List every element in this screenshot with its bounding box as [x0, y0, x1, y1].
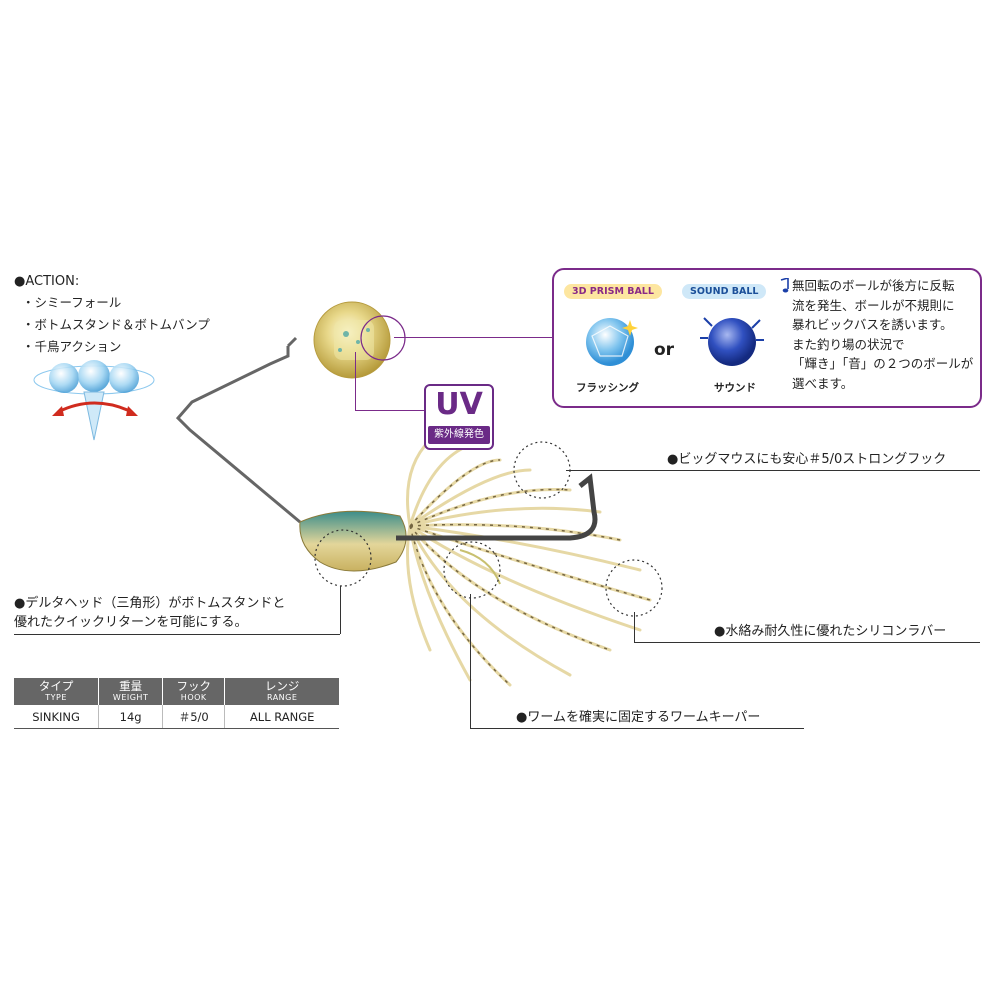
uv-title: UV — [435, 387, 483, 422]
spec-cell-type: SINKING — [14, 705, 99, 729]
prism-ball-icon — [586, 318, 638, 366]
flashing-caption: フラッシング — [576, 382, 639, 394]
action-item-bottom-stand: ・ボトムスタンド＆ボトムバンプ — [22, 317, 210, 332]
music-note-icon — [780, 278, 789, 293]
feature-hook: ●ビッグマウスにも安心＃5/0ストロングフック — [667, 452, 947, 467]
hook-callout-line — [566, 470, 980, 471]
action-illustration — [33, 360, 155, 441]
ball-description-line: 無回転のボールが後方に反転 — [792, 278, 955, 293]
ball-description-line: 流を発生、ボールが不規則に — [792, 297, 955, 313]
spinnerbait-lure-image — [175, 301, 663, 687]
rubber-callout-line-h — [634, 642, 980, 643]
uv-badge: UV 紫外線発色 — [424, 384, 494, 450]
rubber-callout-line-v — [634, 612, 635, 642]
uv-callout-line-v — [355, 352, 356, 410]
sound-ball-icon — [700, 317, 764, 366]
uv-callout-line-h — [355, 410, 425, 411]
spec-cell-hook: ＃5/0 — [162, 705, 225, 729]
ball-description-line: また釣り場の状況で — [792, 336, 905, 352]
head-callout-line-h — [14, 634, 340, 635]
spec-cell-weight: 14g — [98, 705, 163, 729]
uv-subtitle: 紫外線発色 — [428, 426, 490, 444]
action-item-shimmy-fall: ・シミーフォール — [22, 295, 122, 310]
sound-caption: サウンド — [714, 382, 756, 394]
table-row: SINKING 14g ＃5/0 ALL RANGE — [14, 705, 339, 729]
feature-head-line1: ●デルタヘッド（三角形）がボトムスタンドと — [14, 596, 286, 611]
keeper-callout-line-v — [470, 594, 471, 728]
ball-options-panel: 3D PRISM BALL SOUND BALL or フラッシング サウンド … — [552, 268, 982, 408]
feature-head-line2: 優れたクイックリターンを可能にする。 — [14, 615, 248, 630]
ball-description-line: 選べます。 — [792, 375, 854, 391]
head-callout-line-v — [340, 586, 341, 634]
spec-cell-range: ALL RANGE — [224, 705, 339, 729]
ball-description: 無回転のボールが後方に反転 流を発生、ボールが不規則に 暴れビックバスを誘います… — [792, 276, 973, 393]
sound-ball-badge: SOUND BALL — [682, 284, 767, 299]
ball-description-line: 「輝き」「音」の２つのボールが — [792, 356, 974, 371]
feature-rubber: ●水絡み耐久性に優れたシリコンラバー — [714, 624, 947, 639]
prism-ball-badge: 3D PRISM BALL — [564, 284, 662, 299]
or-label: or — [654, 340, 675, 360]
action-title: ●ACTION: — [14, 274, 80, 289]
action-item-zigzag: ・千鳥アクション — [22, 339, 122, 354]
keeper-callout-line-h — [470, 728, 804, 729]
ball-description-line: 暴れビックバスを誘います。 — [792, 317, 953, 332]
feature-keeper: ●ワームを確実に固定するワームキーパー — [516, 710, 761, 725]
ball-callout-line — [394, 337, 554, 338]
